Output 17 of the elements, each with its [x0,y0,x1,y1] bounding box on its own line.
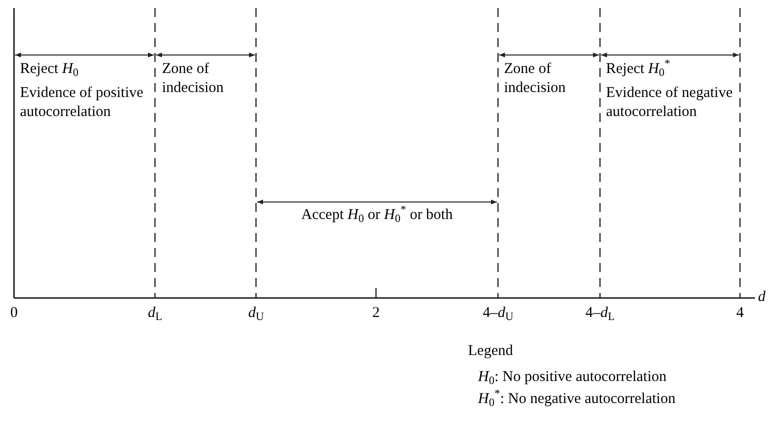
region-label: Reject H$_{0}$ [20,61,79,77]
legend-title: Legend [468,343,513,359]
axis-label: d [758,289,766,305]
legend-entry: H$_{0}$$^{*}$: No negative autocorrelation [478,390,676,408]
tick-label: 4 [736,305,744,321]
tick-label: 4–d$_{U}$ [482,305,514,321]
tick-label: 0 [10,305,18,321]
region-description: Evidence of negative autocorrelation [606,85,733,120]
tick-label: 4–d$_{L}$ [585,305,615,321]
legend-entry: H$_{0}$: No positive autocorrelation [478,368,668,387]
region-description: Evidence of positive autocorrelation [20,85,144,120]
tick-label: d$_{L}$ [148,305,162,321]
tick-label: 2 [372,305,380,321]
region-label: Zone of indecision [504,61,566,96]
region-label: Accept H$_{0}$ or H$_{0}$$^{*}$ or both [301,207,453,223]
region-label: Zone of indecision [162,61,224,96]
tick-label: d$_{U}$ [248,305,264,321]
